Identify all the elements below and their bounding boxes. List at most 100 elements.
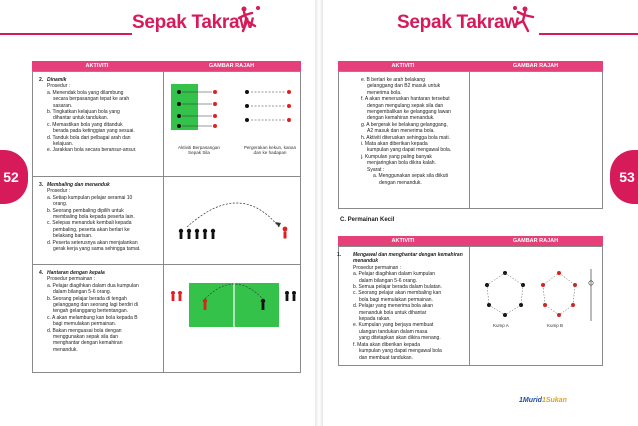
left-page-number: 52	[0, 150, 28, 204]
list-item: menanduk bola untuk dihantar	[359, 309, 427, 316]
table-row: 4.Hantaran dengan kepala Prosedur permai…	[33, 265, 300, 374]
left-table-header: AKTIVITI GAMBAR RAJAH	[32, 61, 301, 71]
group-a-label: Kump A	[493, 323, 509, 328]
player-icon	[177, 114, 181, 118]
list-item: b. Seorang pembaling dipilih untuk	[47, 207, 124, 214]
player-icon	[519, 303, 523, 307]
right-activity-table: 1.Mengawal dan menghantar dengan kemahir…	[337, 246, 603, 366]
list-item: d. Tanduk bola dari pelbagai arah dan	[47, 134, 131, 141]
group-b-players	[541, 271, 577, 317]
list-item: e. Kumpulan yang berjaya membuat	[353, 322, 434, 329]
list-item: membaling bola kepada peserta lain.	[53, 214, 135, 221]
list-item: tengah gelanggang bertentangan.	[53, 308, 129, 315]
list-item: dalam bilangan 5-6 orang.	[53, 289, 112, 296]
list-item: menerima bola.	[367, 89, 402, 96]
list-item: f. Mata akan diberikan kepada	[353, 341, 420, 348]
logo-part-sukan: 1Sukan	[541, 397, 567, 404]
activity-text: 1.Mengawal dan menghantar dengan kemahir…	[337, 252, 469, 361]
procedure-label: Prosedur permainan :	[353, 264, 402, 271]
player-icon	[202, 298, 208, 304]
procedure-label: Prosedur permainan :	[47, 276, 96, 283]
row-number: 1.	[337, 252, 342, 258]
left-header-title: Sepak Takraw	[132, 12, 254, 33]
list-item: e. Jarakkan bola secara beransur-ansur.	[47, 147, 137, 154]
player-icon	[213, 102, 217, 106]
right-continuation-table: e. B berlari ke arah belakang gelanggang…	[338, 71, 603, 209]
player-icon	[292, 291, 296, 295]
movement-drill-diagram	[245, 90, 291, 122]
player-icon	[213, 124, 217, 128]
procedure-label: Prosedur :	[47, 83, 71, 90]
player-icon	[178, 291, 182, 295]
list-item: a. Menggunakan sepak sila diikuti	[373, 173, 449, 180]
list-item: c. Seorang pelajar akan membaling kan	[353, 290, 442, 297]
list-item: b. Semua pelajar berada dalam bulatan.	[353, 284, 442, 291]
player-icon	[178, 228, 184, 234]
list-item: a. Menendak bola yang dilambung	[47, 89, 124, 96]
right-page: Sepak Takraw 53 AKTIVITI GAMBAR RAJAH e.…	[323, 0, 638, 426]
head-pass-court-diagram	[171, 283, 296, 327]
column-header-picture: GAMBAR RAJAH	[208, 63, 255, 69]
player-icon	[287, 118, 291, 122]
player-icon	[186, 228, 192, 234]
list-item: c. Memastikan bola yang ditanduk	[47, 121, 123, 128]
row-title: Dinamik	[47, 77, 67, 83]
circle-game-diagram: Kump A Kump B	[485, 269, 594, 328]
list-item: bagi memulakan permainan.	[53, 321, 117, 328]
list-item: secara berpasangan tepat ke arah	[53, 96, 130, 103]
list-item: menggunakan sepak sila dan	[53, 334, 119, 341]
group-a-players	[485, 271, 525, 317]
row-title: Hantaran dengan kepala	[47, 270, 105, 276]
row-number: 3.	[39, 182, 44, 188]
column-divider	[469, 247, 470, 365]
left-header-rule	[0, 33, 132, 35]
player-silhouette-icon	[237, 6, 260, 33]
list-item: ulangan tandukan dalam masa	[359, 328, 428, 335]
list-item: bola bagi memulakan permainan.	[359, 296, 433, 303]
list-item: kumpulan yang dapat mengawal bola	[359, 348, 442, 355]
table-row: 2.Dinamik Prosedur : a. Menendak bola ya…	[33, 72, 300, 177]
list-item: dihantar untuk tandukan.	[53, 115, 109, 122]
column-header-picture: GAMBAR RAJAH	[512, 63, 559, 69]
player-icon	[285, 291, 289, 295]
player-icon	[245, 118, 249, 122]
player-icon	[177, 124, 181, 128]
list-item: menjaringkan bola dikira kalah.	[367, 160, 436, 167]
column-header-activity: AKTIVITI	[391, 238, 415, 244]
right-header-rule	[539, 33, 638, 35]
right-page-number: 53	[610, 150, 638, 204]
list-item: dan membuat tandukan.	[359, 354, 413, 361]
program-logo: 1Murid1Sukan	[519, 397, 567, 404]
list-item: dengan kemahiran menanduk.	[367, 115, 435, 122]
player-icon	[287, 104, 291, 108]
column-header-activity: AKTIVITI	[85, 63, 109, 69]
column-header-picture: GAMBAR RAJAH	[512, 238, 559, 244]
player-icon	[213, 90, 217, 94]
player-icon	[177, 90, 181, 94]
left-page: Sepak Takraw 52 AKTIVITI GAMBAR RAJAH 2.…	[0, 0, 315, 426]
activity-text: e. B berlari ke arah belakang gelanggang…	[353, 77, 477, 186]
list-item: b. Seorang pelajar berada di tengah	[47, 295, 127, 302]
list-item: pembaling, peserta akan berlari ke	[53, 226, 130, 233]
list-item: a. Setiap kumpulan pelajar seramai 10	[47, 194, 133, 201]
list-item: Syarat :	[367, 166, 385, 173]
section-title: C. Permainan Kecil	[340, 217, 395, 223]
player-icon	[245, 90, 249, 94]
figure-caption: Pergerakan kekun, kanan dan ke hadapan	[243, 145, 297, 156]
player-icon	[194, 228, 200, 234]
logo-part-murid: 1Murid	[519, 397, 542, 404]
player-icon	[282, 226, 288, 232]
pair-drill-diagram	[171, 84, 217, 130]
list-item: j. Kumpulan yang paling banyak	[361, 153, 432, 160]
list-item: kelajuan.	[53, 141, 74, 148]
activity-text: 2.Dinamik Prosedur : a. Menendak bola ya…	[39, 77, 161, 154]
list-item: gelanggang dan seorang lagi berdiri di	[53, 302, 139, 309]
list-item: c. Selepas menanduk kembali kepada	[47, 220, 132, 227]
list-item: gerak kerja yang sama sehingga tamat.	[53, 246, 141, 253]
list-item: dengan menanduk.	[379, 179, 422, 186]
row-number: 4.	[39, 270, 44, 276]
player-icon	[260, 298, 266, 304]
column-divider	[469, 72, 470, 208]
player-icon	[245, 104, 249, 108]
activity-text: 4.Hantaran dengan kepala Prosedur permai…	[39, 270, 161, 353]
